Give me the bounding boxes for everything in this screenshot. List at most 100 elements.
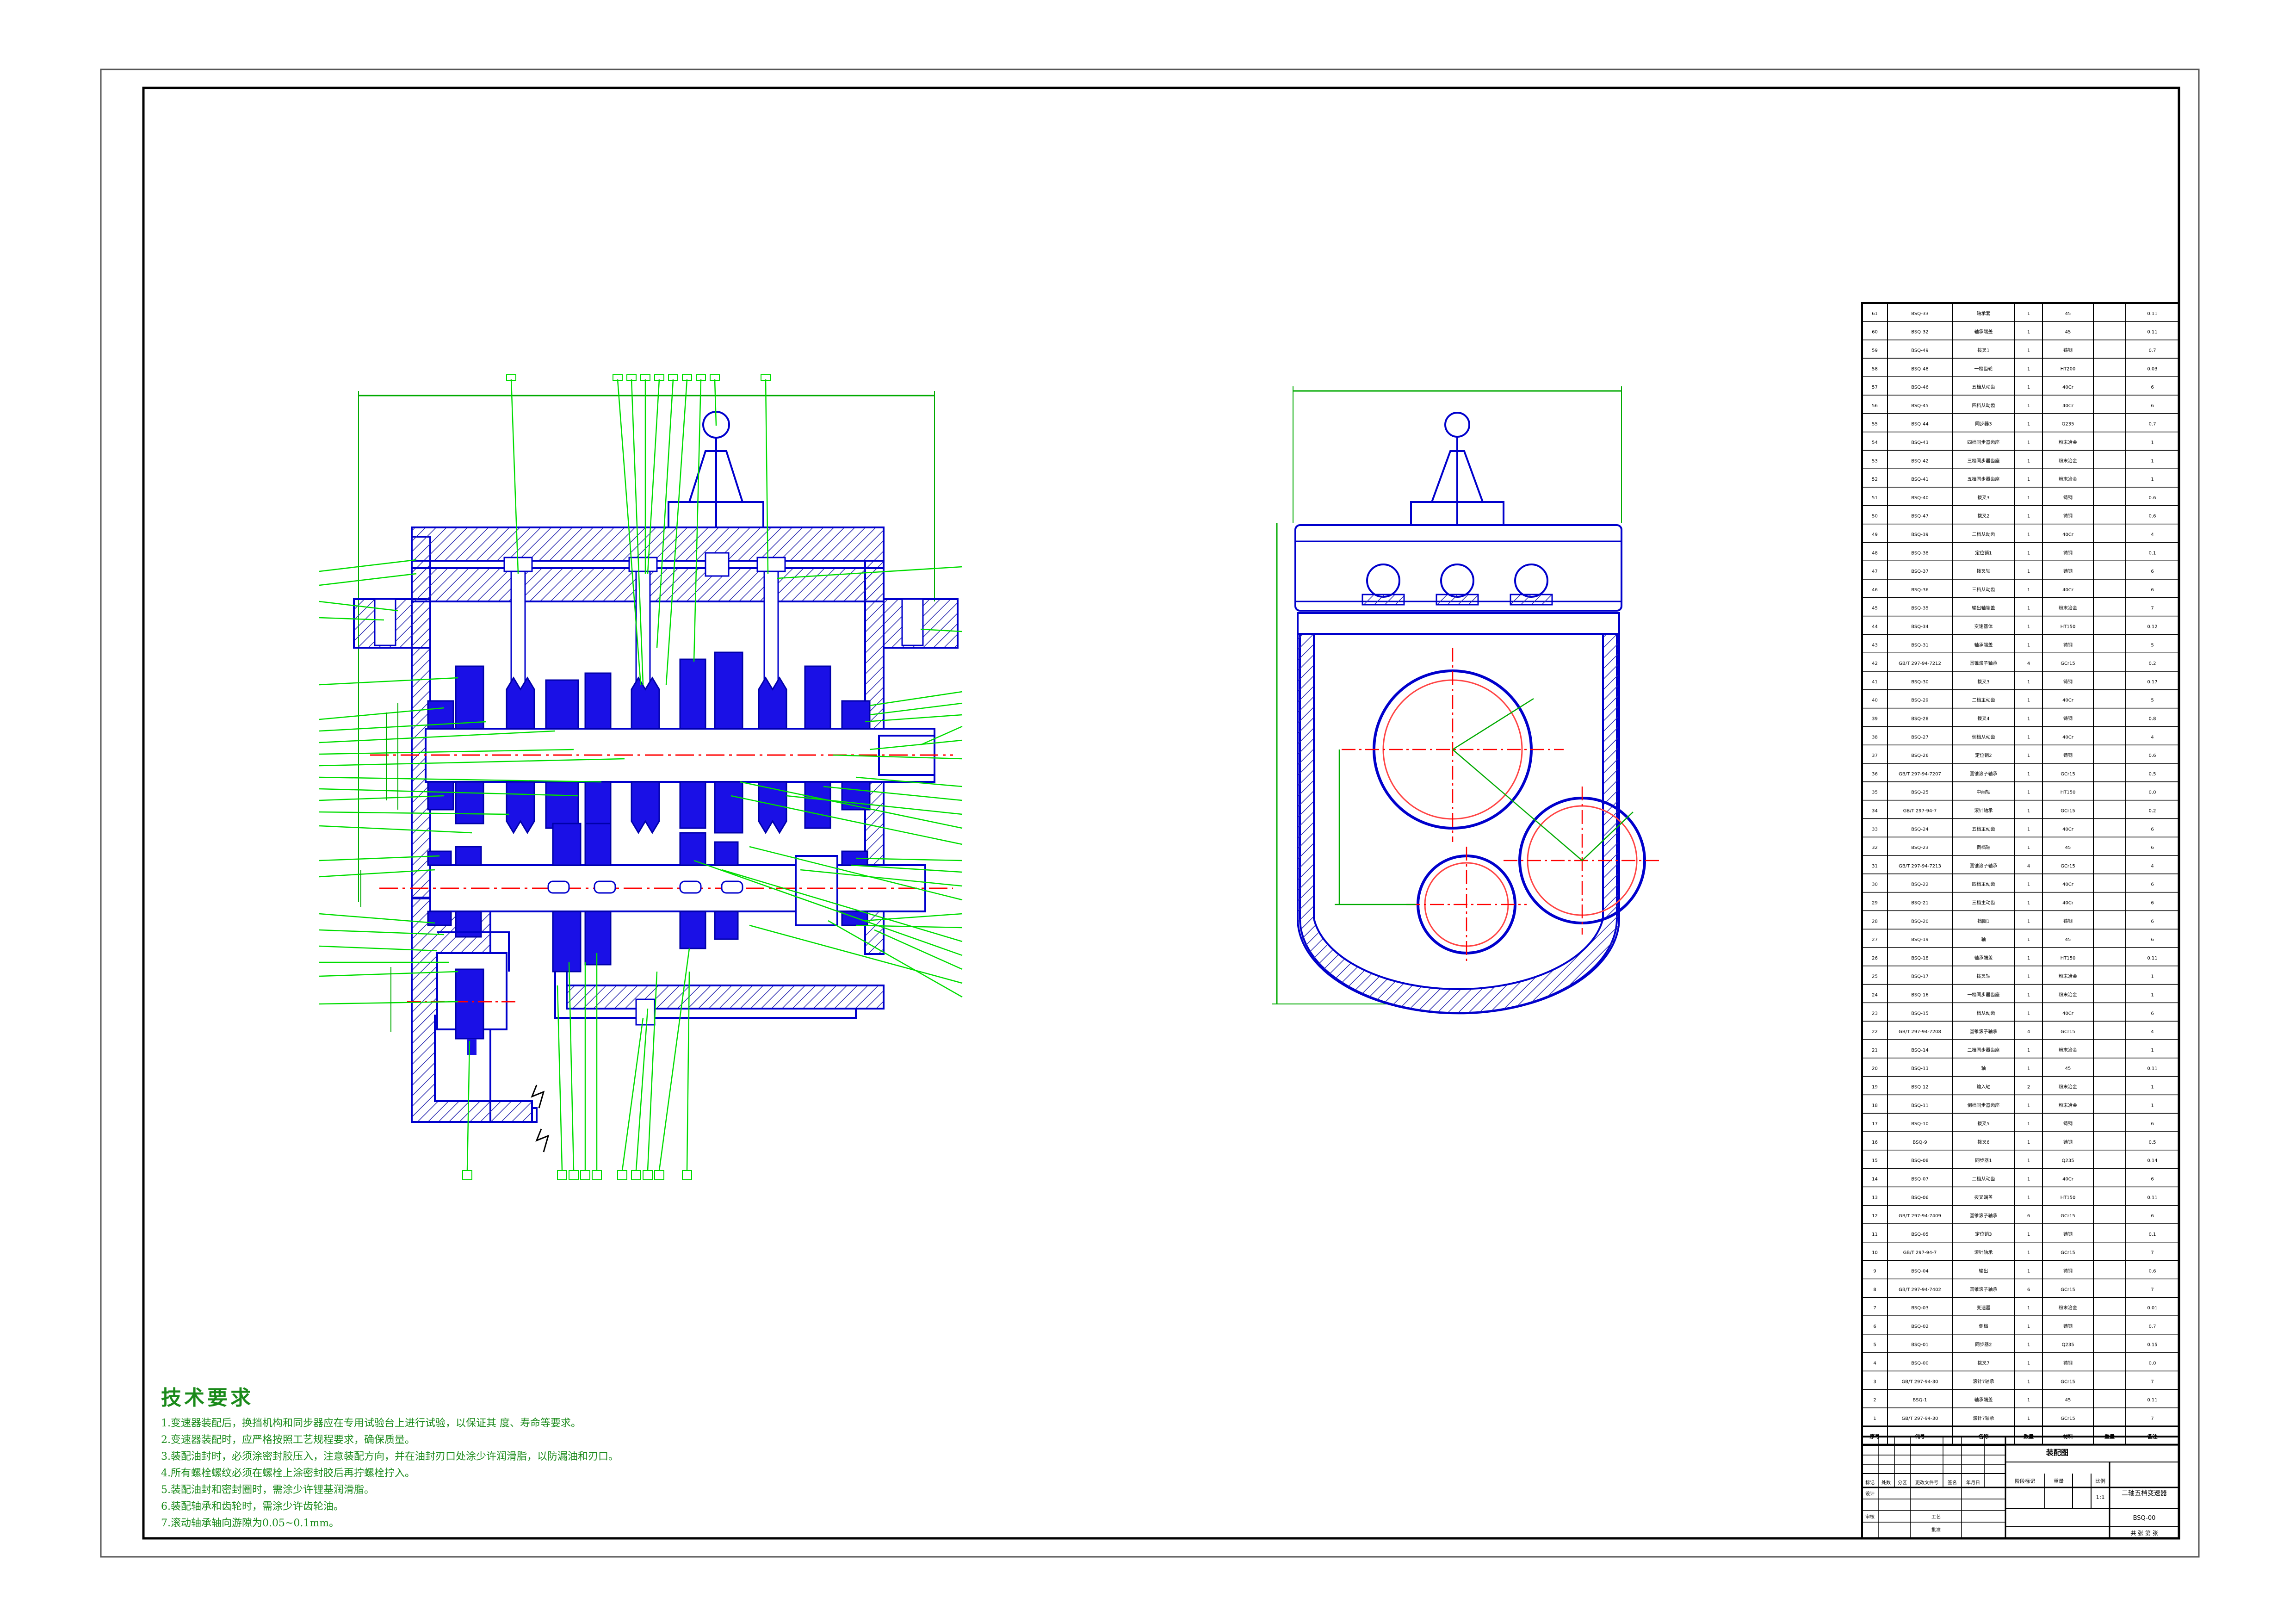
- parts-cell-note: 0.15: [2147, 1343, 2157, 1348]
- parts-cell-code: BSQ-40: [1911, 496, 1929, 501]
- parts-cell-note: 0.7: [2149, 422, 2156, 427]
- parts-cell-no: 12: [1872, 1214, 1878, 1219]
- parts-cell-material: 铸钢: [2063, 1360, 2073, 1366]
- parts-cell-no: 1: [1873, 1416, 1876, 1421]
- parts-cell-qty: 1: [2027, 330, 2030, 335]
- parts-cell-no: 42: [1872, 661, 1878, 666]
- parts-cell-code: BSQ-26: [1911, 753, 1929, 758]
- parts-cell-no: 38: [1872, 735, 1878, 740]
- parts-cell-name: 拨叉3: [1977, 495, 1989, 501]
- parts-cell-no: 8: [1873, 1287, 1876, 1292]
- parts-cell-material: HT200: [2061, 366, 2076, 372]
- parts-cell-code: BSQ-00: [1911, 1361, 1929, 1366]
- parts-cell-note: 7: [2151, 1251, 2154, 1256]
- title-block-weight-label: 重量: [2054, 1478, 2064, 1484]
- parts-cell-no: 17: [1872, 1121, 1878, 1127]
- parts-cell-no: 59: [1872, 348, 1878, 353]
- parts-cell-qty: 1: [2027, 900, 2030, 905]
- parts-cell-material: 45: [2065, 937, 2071, 942]
- parts-cell-note: 0.6: [2149, 1269, 2156, 1274]
- parts-cell-note: 1: [2151, 1103, 2154, 1108]
- parts-cell-name: 五档同步器齿座: [1968, 476, 2000, 482]
- parts-cell-no: 50: [1872, 514, 1878, 519]
- parts-cell-no: 5: [1873, 1343, 1876, 1348]
- parts-cell-code: GB/T 297-94-7: [1903, 1251, 1937, 1256]
- parts-cell-material: 铸钢: [2063, 918, 2073, 924]
- parts-cell-material: 45: [2065, 1066, 2071, 1072]
- title-block-sheet-info: 共 张 第 张: [2130, 1530, 2158, 1536]
- parts-cell-name: 倒档: [1979, 1323, 1988, 1329]
- parts-cell-note: 1: [2151, 992, 2154, 997]
- parts-cell-no: 53: [1872, 458, 1878, 464]
- parts-cell-material: GCr15: [2061, 661, 2075, 666]
- parts-cell-material: 40Cr: [2062, 882, 2074, 887]
- parts-cell-no: 40: [1872, 698, 1878, 703]
- parts-cell-code: BSQ-1: [1912, 1398, 1927, 1403]
- parts-cell-note: 1: [2151, 974, 2154, 979]
- parts-cell-name: 一档从动齿: [1972, 1010, 1995, 1016]
- parts-cell-no: 36: [1872, 772, 1878, 777]
- parts-cell-name: 同步器1: [1975, 1158, 1992, 1164]
- parts-cell-note: 1: [2151, 1084, 2154, 1090]
- parts-cell-qty: 1: [2027, 1324, 2030, 1329]
- parts-cell-name: 输出轴端盖: [1972, 605, 1995, 611]
- parts-cell-no: 30: [1872, 882, 1878, 887]
- parts-cell-name: 轴承端盖: [1974, 329, 1993, 335]
- parts-cell-qty: 4: [2027, 864, 2030, 869]
- parts-cell-note: 5: [2151, 643, 2154, 648]
- parts-cell-name: 拨叉端盖: [1974, 1194, 1993, 1200]
- parts-cell-name: 倒档轴: [1977, 844, 1991, 850]
- parts-cell-no: 54: [1872, 440, 1878, 445]
- parts-cell-material: 铸钢: [2063, 568, 2073, 574]
- parts-cell-qty: 1: [2027, 1398, 2030, 1403]
- parts-cell-code: BSQ-34: [1911, 624, 1929, 629]
- parts-cell-note: 0.6: [2149, 753, 2156, 758]
- title-block-approve-label: 批准: [1931, 1527, 1941, 1533]
- title-block-drawing-name: 二轴五档变速器: [2122, 1490, 2167, 1497]
- parts-cell-material: 粉末冶金: [2059, 1047, 2077, 1053]
- parts-cell-name: 五档主动齿: [1972, 826, 1995, 832]
- parts-cell-note: 6: [2151, 1121, 2154, 1127]
- parts-cell-material: 40Cr: [2062, 403, 2074, 409]
- parts-cell-note: 0.2: [2149, 808, 2156, 813]
- parts-cell-no: 23: [1872, 1011, 1878, 1016]
- parts-cell-qty: 1: [2027, 366, 2030, 372]
- parts-cell-name: 拨叉4: [1977, 715, 1989, 721]
- parts-cell-material: 粉末冶金: [2059, 991, 2077, 997]
- parts-cell-material: Q235: [2062, 1158, 2074, 1164]
- front-section-view: [319, 374, 963, 1180]
- parts-cell-qty: 1: [2027, 569, 2030, 574]
- title-block-count-label: 处数: [1881, 1480, 1891, 1486]
- parts-cell-qty: 1: [2027, 1048, 2030, 1053]
- parts-cell-qty: 1: [2027, 422, 2030, 427]
- parts-cell-qty: 1: [2027, 1011, 2030, 1016]
- parts-cell-code: BSQ-19: [1911, 937, 1929, 942]
- parts-cell-note: 0.1: [2149, 1232, 2156, 1237]
- parts-cell-code: BSQ-28: [1911, 716, 1929, 721]
- parts-cell-material: 粉末冶金: [2059, 1305, 2077, 1311]
- parts-cell-name: 挡圈1: [1977, 918, 1989, 924]
- parts-cell-material: HT150: [2061, 1195, 2076, 1200]
- outer-border: [100, 68, 2200, 1558]
- parts-cell-material: GCr15: [2061, 772, 2075, 777]
- parts-cell-note: 0.11: [2147, 1195, 2157, 1200]
- parts-cell-name: 滚针轴承: [1974, 1250, 1993, 1256]
- parts-cell-no: 24: [1872, 992, 1878, 997]
- parts-cell-note: 0.14: [2147, 1158, 2157, 1164]
- parts-cell-note: 6: [2151, 827, 2154, 832]
- parts-cell-note: 6: [2151, 1214, 2154, 1219]
- parts-cell-code: BSQ-01: [1911, 1343, 1929, 1348]
- parts-cell-qty: 1: [2027, 772, 2030, 777]
- parts-cell-qty: 1: [2027, 1121, 2030, 1127]
- parts-cell-note: 6: [2151, 900, 2154, 905]
- parts-cell-note: 1: [2151, 1048, 2154, 1053]
- parts-cell-name: 圆锥滚子轴承: [1970, 863, 1998, 869]
- parts-cell-note: 7: [2151, 1287, 2154, 1292]
- parts-cell-name: 圆锥滚子轴承: [1970, 1286, 1998, 1292]
- parts-cell-name: 同步器2: [1975, 1342, 1992, 1348]
- parts-cell-code: BSQ-43: [1911, 440, 1929, 445]
- tech-item: 4.所有螺栓螺纹必须在螺栓上涂密封胶后再拧螺栓拧入。: [161, 1468, 415, 1479]
- parts-cell-code: BSQ-32: [1911, 330, 1929, 335]
- parts-cell-qty: 1: [2027, 1232, 2030, 1237]
